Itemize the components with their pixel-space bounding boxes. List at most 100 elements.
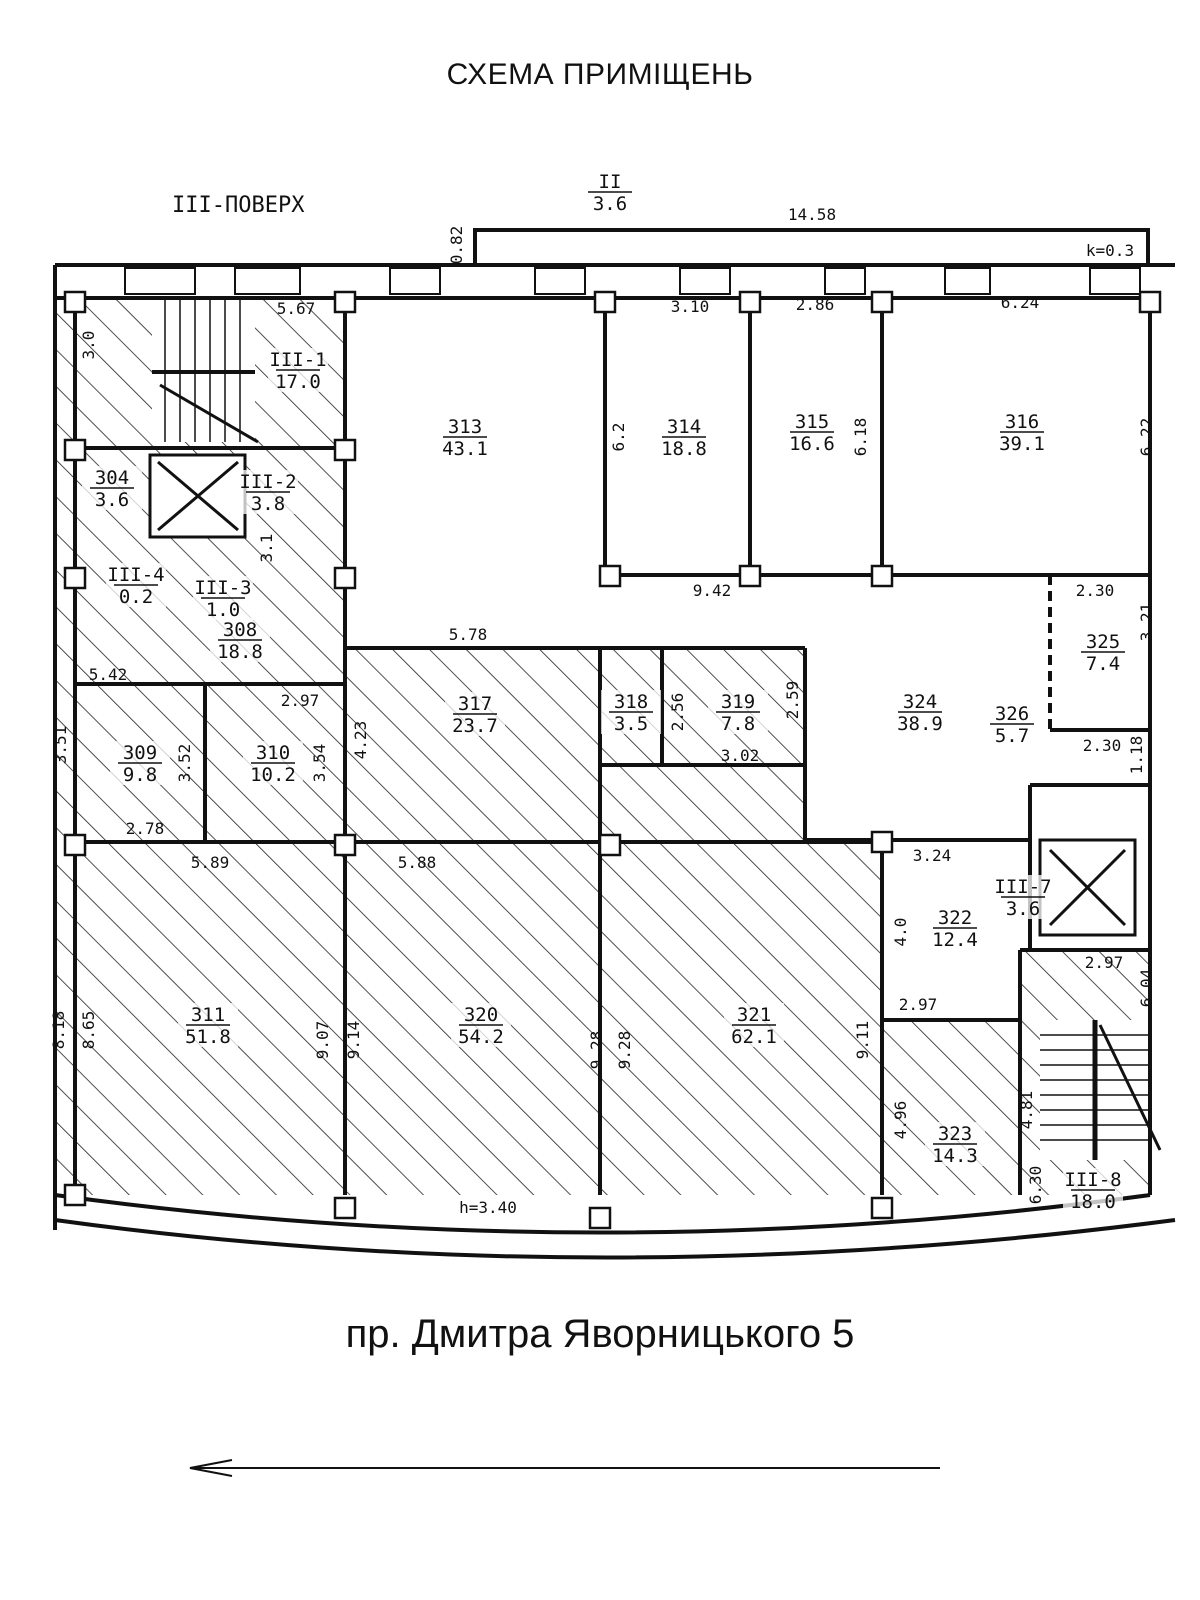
dimension-label: 9.28	[615, 1031, 634, 1070]
room-area: 1.0	[206, 599, 240, 621]
room-number: III-2	[239, 471, 296, 493]
room-area: 0.2	[119, 586, 153, 608]
room-label: III-117.0	[268, 348, 328, 393]
room-area: 14.3	[932, 1145, 978, 1167]
room-area: 3.8	[251, 493, 285, 515]
room-number: 311	[191, 1004, 225, 1026]
dimension-label: 3.0	[79, 331, 98, 360]
dimension-label: 3.21	[1137, 603, 1156, 642]
room-area: 3.6	[95, 489, 129, 511]
room-label: III-818.0	[1063, 1168, 1123, 1213]
room-number: 315	[795, 411, 829, 433]
dimension-label: 6.18	[851, 418, 870, 457]
dimension-label: 9.42	[693, 581, 732, 600]
room-number: II	[599, 171, 622, 193]
dimension-label: 0.82	[447, 226, 466, 265]
room-area: 38.9	[897, 713, 943, 735]
room-number: 313	[448, 416, 482, 438]
dimension-label: 5.67	[277, 299, 316, 318]
room-number: 324	[903, 691, 937, 713]
top-windows	[124, 267, 1141, 295]
elevator-icon	[148, 453, 247, 539]
dimension-label: 2.30	[1076, 581, 1115, 600]
room-area: 3.5	[614, 713, 648, 735]
room-number: III-4	[107, 564, 164, 586]
room-area: 10.2	[250, 764, 296, 786]
room-area: 7.8	[721, 713, 755, 735]
room-number: 325	[1086, 631, 1120, 653]
dimension-label: 5.78	[449, 625, 488, 644]
dimension-label: 2.56	[668, 693, 687, 732]
dimension-label: 3.24	[913, 846, 952, 865]
dimension-label: k=0.3	[1086, 241, 1134, 260]
dimension-label: 5.89	[191, 853, 230, 872]
room-area: 3.6	[593, 193, 627, 215]
room-number: III-3	[194, 577, 251, 599]
room-number: 308	[223, 619, 257, 641]
dimension-label: 2.97	[1085, 953, 1124, 972]
room-number: III-7	[994, 876, 1051, 898]
dimension-label: 6.30	[1026, 1166, 1045, 1205]
street-address: пр. Дмитра Яворницького 5	[345, 1312, 855, 1356]
dimension-label: 14.58	[788, 205, 836, 224]
room-number: 304	[95, 467, 129, 489]
dimension-label: 2.78	[126, 819, 165, 838]
room-number: 322	[938, 907, 972, 929]
room-number: 326	[995, 703, 1029, 725]
dimension-label: 3.02	[721, 746, 760, 765]
dimension-label: 8.18	[49, 1011, 68, 1050]
dimension-label: 9.07	[313, 1021, 332, 1060]
room-number: 321	[737, 1004, 771, 1026]
dimension-label: 3.54	[310, 744, 329, 783]
dimension-label: 2.97	[899, 995, 938, 1014]
dimension-label: 8.65	[79, 1011, 98, 1050]
room-label: III-40.2	[106, 563, 166, 608]
room-number: 319	[721, 691, 755, 713]
dimension-label: 2.97	[281, 691, 320, 710]
room-number: 314	[667, 416, 701, 438]
room-number: III-8	[1064, 1169, 1121, 1191]
room-number: 316	[1005, 411, 1039, 433]
dimension-label: 4.0	[891, 918, 910, 947]
dimension-label: 6.24	[1001, 293, 1040, 312]
dimension-label: 2.86	[796, 295, 835, 314]
room-number: 317	[458, 693, 492, 715]
stair-treads	[152, 300, 259, 444]
room-number: 310	[256, 742, 290, 764]
dimension-label: 4.81	[1017, 1091, 1036, 1130]
room-number: 323	[938, 1123, 972, 1145]
room-area: 18.8	[661, 438, 707, 460]
dimension-label: 3.52	[175, 744, 194, 783]
dimension-label: 9.11	[853, 1021, 872, 1060]
room-area: 18.8	[217, 641, 263, 663]
room-area: 18.0	[1070, 1191, 1116, 1213]
dimension-label: 2.59	[783, 681, 802, 720]
dimension-label: 9.14	[344, 1021, 363, 1060]
dimension-label: 6.2	[609, 423, 628, 452]
room-area: 7.4	[1086, 653, 1120, 675]
plan-title: СХЕМА ПРИМІЩЕНЬ	[446, 58, 754, 91]
room-label: III-31.0	[193, 576, 253, 621]
room-area: 23.7	[452, 715, 498, 737]
room-label: III-23.8	[238, 470, 298, 515]
room-number: 320	[464, 1004, 498, 1026]
room-area: 54.2	[458, 1026, 504, 1048]
dimension-label: 4.96	[891, 1101, 910, 1140]
dimension-label: 6.04	[1137, 969, 1156, 1008]
